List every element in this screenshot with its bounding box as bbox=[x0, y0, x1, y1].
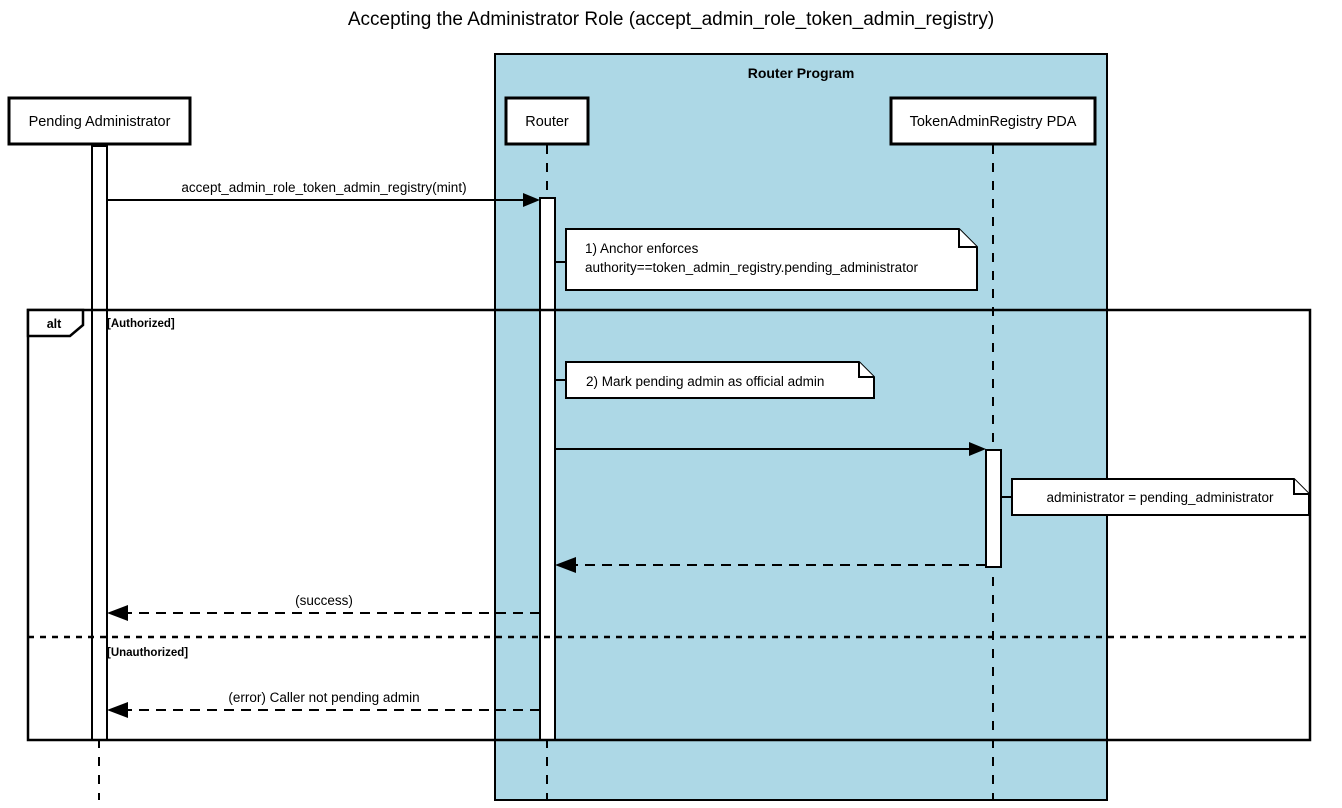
participant-router[interactable]: Router bbox=[504, 96, 590, 146]
message-arrowhead-error bbox=[107, 702, 128, 718]
activation-bar-router bbox=[539, 197, 556, 741]
message-label-success: (success) bbox=[295, 593, 353, 608]
message-success: (success) bbox=[107, 593, 540, 621]
note-body-mark-pending-admin bbox=[565, 361, 875, 399]
note-line-mark-pending-admin-0: 2) Mark pending admin as official admin bbox=[586, 374, 824, 389]
message-arrowhead-update-registry bbox=[969, 442, 986, 456]
participant-label-token-admin-registry-pda: TokenAdminRegistry PDA bbox=[910, 114, 1077, 130]
message-arrowhead-accept-admin-role bbox=[523, 193, 540, 207]
message-label-error: (error) Caller not pending admin bbox=[228, 690, 419, 705]
group-box-router-program bbox=[494, 53, 1108, 801]
message-registry-return bbox=[555, 557, 986, 573]
activation-bar-pending-administrator bbox=[91, 145, 108, 741]
note-fold-corner-anchor-enforces bbox=[958, 229, 977, 248]
fragment-condition-authorized: [Authorized] bbox=[107, 318, 175, 330]
note-line-administrator-assignment-0: administrator = pending_administrator bbox=[1047, 490, 1274, 505]
note-line-anchor-enforces-1: authority==token_admin_registry.pending_… bbox=[585, 260, 918, 275]
fragment-alt: alt [Authorized] [Unauthorized] bbox=[26, 308, 1312, 742]
group-title-router-program: Router Program bbox=[748, 65, 855, 81]
participant-box-router bbox=[504, 96, 590, 146]
participant-pending-administrator[interactable]: Pending Administrator bbox=[7, 96, 192, 146]
participant-box-token-admin-registry-pda bbox=[889, 96, 1097, 146]
note-body-administrator-assignment bbox=[1011, 478, 1310, 516]
participant-token-admin-registry-pda[interactable]: TokenAdminRegistry PDA bbox=[889, 96, 1097, 146]
message-error: (error) Caller not pending admin bbox=[107, 690, 540, 718]
message-accept-admin-role: accept_admin_role_token_admin_registry(m… bbox=[107, 180, 540, 207]
participant-label-router: Router bbox=[525, 114, 569, 130]
note-fold-corner-mark-pending-admin bbox=[858, 362, 874, 378]
fragment-condition-unauthorized: [Unauthorized] bbox=[107, 647, 188, 659]
note-line-anchor-enforces-0: 1) Anchor enforces bbox=[585, 241, 699, 256]
note-mark-pending-admin: 2) Mark pending admin as official admin bbox=[555, 361, 875, 399]
message-update-registry bbox=[555, 442, 986, 456]
message-arrowhead-registry-return bbox=[555, 557, 576, 573]
message-label-accept-admin-role: accept_admin_role_token_admin_registry(m… bbox=[181, 180, 466, 195]
activation-bar-token-admin-registry-pda bbox=[985, 449, 1002, 568]
fragment-frame-alt bbox=[26, 308, 1312, 742]
note-administrator-assignment: administrator = pending_administrator bbox=[1001, 478, 1310, 516]
fragment-operator-label-alt: alt bbox=[47, 317, 62, 331]
note-anchor-enforces: 1) Anchor enforces authority==token_admi… bbox=[555, 228, 978, 291]
note-body-anchor-enforces bbox=[565, 228, 978, 291]
message-arrowhead-success bbox=[107, 605, 128, 621]
note-fold-corner-administrator-assignment bbox=[1293, 479, 1309, 495]
diagram-title: Accepting the Administrator Role (accept… bbox=[348, 9, 994, 30]
participant-box-pending-administrator bbox=[7, 96, 192, 146]
fragment-operator-pentagon-alt bbox=[26, 308, 85, 338]
participant-label-pending-administrator: Pending Administrator bbox=[29, 114, 171, 130]
